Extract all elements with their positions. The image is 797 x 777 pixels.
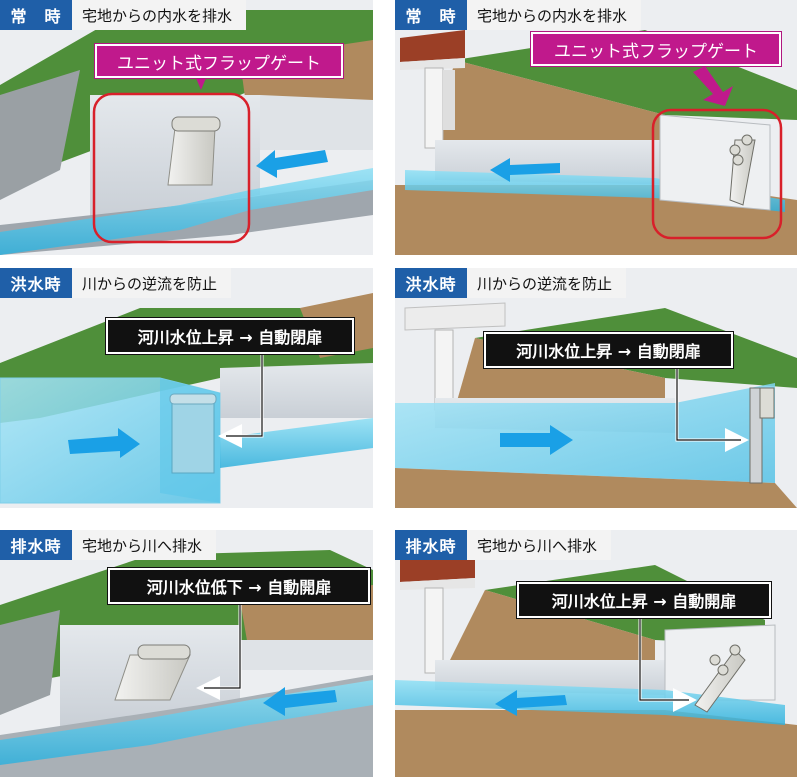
brick-wall [400,30,465,62]
state-tag: 常 時 [0,0,72,30]
level-callout: 河川水位上昇 → 自動閉扉 [484,332,733,368]
panel-flood-side: 洪水時 川からの逆流を防止 河川水位上昇 → 自動閉扉 [395,268,797,508]
soil-layer [435,60,665,140]
panel-header: 常 時 宅地からの内水を排水 [395,0,642,30]
flap-gate [171,397,215,474]
panel-normal-side: 常 時 宅地からの内水を排水 ユニット式フラップゲート [395,0,797,255]
highlight-ring [92,92,251,244]
state-tag: 常 時 [395,0,467,30]
panel-flood-front: 洪水時 川からの逆流を防止 河川水位上昇 → 自動閉扉 [0,268,373,508]
state-tag: 洪水時 [0,268,72,298]
level-callout: 河川水位低下 → 自動開扉 [108,568,370,604]
panel-caption: 川からの逆流を防止 [82,274,218,293]
gate-hinge [171,116,221,132]
panel-caption: 川からの逆流を防止 [477,274,613,293]
panel-header: 洪水時 川からの逆流を防止 [395,268,627,298]
level-callout: 河川水位上昇 → 自動閉扉 [106,318,354,354]
flow-arrow-left [263,687,337,716]
soil-layer [445,590,655,670]
callout-leader-core [204,598,241,689]
flap-gate [749,387,763,484]
state-tag: 排水時 [395,530,467,560]
illustration-flood-front [0,268,373,508]
callout-pointer [196,78,206,90]
water-channel [395,680,785,725]
panel-header: 排水時 宅地から川へ排水 [0,530,217,560]
callout-arrow [693,66,733,106]
state-tag: 排水時 [0,530,72,560]
illustration-flood-side [395,268,797,508]
gate-hinge [137,644,191,660]
panel-header: 洪水時 川からの逆流を防止 [0,268,232,298]
callout-leader-core [639,618,689,701]
panel-drain-front: 排水時 宅地から川へ排水 河川水位低下 → 自動開扉 [0,530,373,777]
panel-drain-side: 排水時 宅地から川へ排水 河川水位上昇 → 自動開扉 [395,530,797,777]
drain-pipe [424,587,444,674]
flap-gate [167,127,216,186]
panel-caption: 宅地から川へ排水 [477,536,598,555]
flow-arrow-right [68,428,140,458]
flow-arrow-left [490,158,560,182]
callout-leader-core [676,366,741,441]
water-channel [220,418,373,468]
panel-caption: 宅地からの内水を排水 [477,6,628,25]
gate-callout: ユニット式フラップゲート [531,32,781,66]
gate-housing [659,114,771,211]
flow-arrow-left [256,150,328,178]
flow-arrow-left [495,690,567,716]
illustration-drain-front [0,530,373,777]
highlight-ring [651,108,783,240]
illustration-normal-front [0,0,373,255]
concrete-slab [404,302,506,331]
panel-caption: 宅地からの内水を排水 [82,6,233,25]
flood-water [395,383,775,483]
water-channel [0,168,373,255]
drain-pipe [424,67,444,149]
panel-caption: 宅地から川へ排水 [82,536,203,555]
gate-housing [664,624,776,701]
callout-leader-core [226,353,263,437]
stone-wall [0,70,80,200]
gate-callout: ユニット式フラップゲート [95,44,343,78]
flow-arrow-right [500,425,573,455]
panel-normal-front: 常 時 宅地からの内水を排水 ユニット式フラップゲート [0,0,373,255]
concrete-wall [220,363,373,418]
stone-wall [0,610,60,715]
panel-header: 排水時 宅地から川へ排水 [395,530,612,560]
state-tag: 洪水時 [395,268,467,298]
level-callout: 河川水位上昇 → 自動開扉 [517,582,771,618]
brick-wall [400,555,475,582]
illustration-drain-side [395,530,797,777]
panel-header: 常 時 宅地からの内水を排水 [0,0,247,30]
